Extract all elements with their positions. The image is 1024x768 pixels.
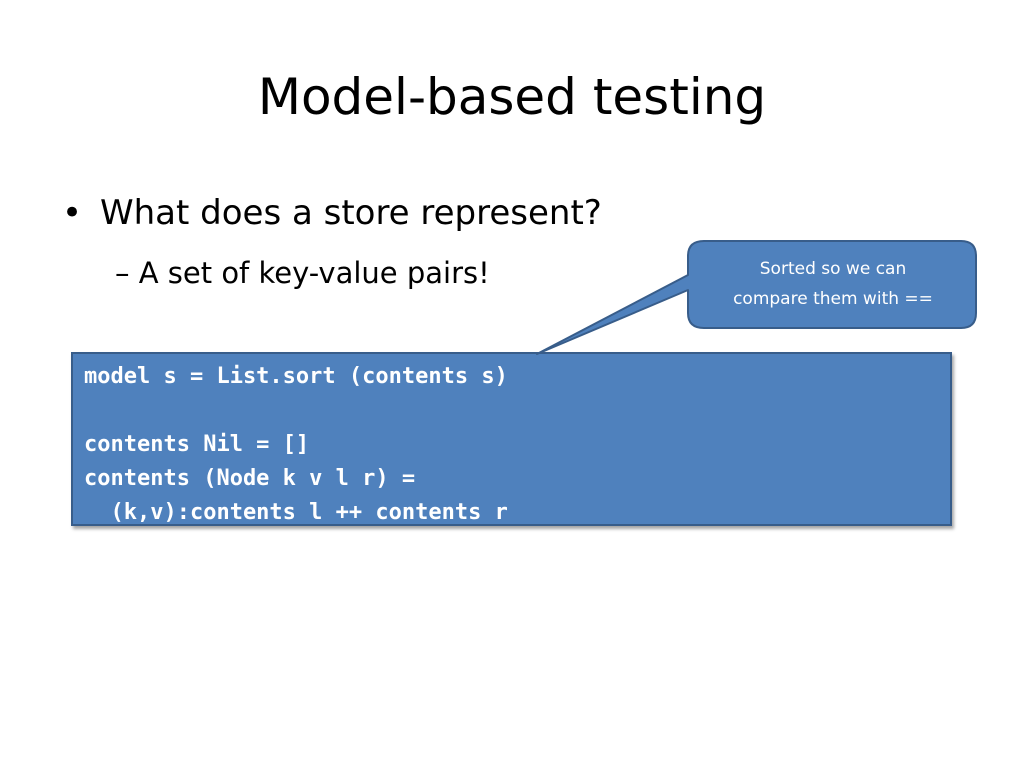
bullet-text: What does a store represent? <box>100 193 602 233</box>
code-block: model s = List.sort (contents s) contents… <box>71 352 952 526</box>
code-line: contents Nil = [] <box>84 432 310 457</box>
callout-line: Sorted so we can <box>759 259 907 279</box>
code-line <box>84 394 939 428</box>
subbullet-item: – A set of key-value pairs! <box>115 252 490 294</box>
bullet-item: • What does a store represent? <box>62 190 602 236</box>
code-line: model s = List.sort (contents s) <box>84 364 508 389</box>
slide-title: Model-based testing <box>257 68 767 126</box>
bullet-marker: • <box>62 193 83 233</box>
code-line: contents (Node k v l r) = <box>84 466 416 491</box>
code-line: (k,v):contents l ++ contents r <box>84 500 508 525</box>
callout-text: Sorted so we can compare them with == <box>690 254 976 314</box>
callout-line: compare them with == <box>733 289 933 309</box>
subbullet-text: – A set of key-value pairs! <box>115 256 490 290</box>
